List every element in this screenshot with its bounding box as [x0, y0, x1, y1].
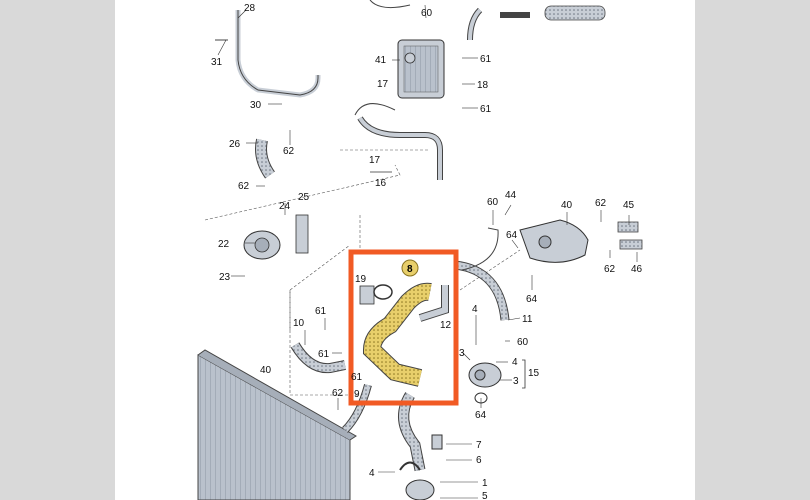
- callout-label: 41: [375, 55, 387, 66]
- callout-label: 17: [377, 79, 389, 90]
- oil-cooler: [397, 39, 445, 99]
- callout-label: 61: [480, 104, 492, 115]
- thermostat-housing: [519, 219, 643, 263]
- callout-label: 61: [315, 306, 327, 317]
- callout-label: 60: [517, 337, 529, 348]
- callout-label: 3: [513, 376, 519, 387]
- callout-label: 60: [487, 197, 499, 208]
- callout-label: 24: [279, 201, 291, 212]
- assembly-lines: [204, 149, 521, 396]
- radiator: [197, 349, 357, 500]
- callout-label: 64: [526, 294, 538, 305]
- callout-label: 61: [318, 349, 330, 360]
- callout-label: 60: [421, 8, 433, 19]
- callout-label: 28: [244, 3, 256, 14]
- callout-label: 40: [561, 200, 573, 211]
- callout-label: 62: [604, 264, 616, 275]
- callout-label: 15: [528, 368, 540, 379]
- callout-label: 30: [250, 100, 262, 111]
- callout-label: 17: [369, 155, 381, 166]
- callout-label: 12: [440, 320, 452, 331]
- callout-label: 4: [472, 304, 478, 315]
- callout-labels: 28 60 31 41 61 17 18 61 30 26 62 17 16 6…: [211, 3, 643, 500]
- callout-label: 46: [631, 264, 643, 275]
- highlighted-hose-8: [359, 259, 449, 387]
- callout-label: 61: [351, 372, 363, 383]
- callout-label: 31: [211, 57, 223, 68]
- callout-label: 64: [475, 410, 487, 421]
- callout-label: 26: [229, 139, 241, 150]
- hose-9: [342, 383, 426, 472]
- callout-label: 16: [375, 178, 387, 189]
- hose-26: [255, 138, 276, 179]
- callout-label: 23: [219, 272, 231, 283]
- callout-label: 22: [218, 239, 230, 250]
- callout-label: 62: [332, 388, 344, 399]
- auxiliary-pump: [243, 214, 309, 260]
- highlight-frame: [348, 249, 459, 406]
- callout-label: 1: [482, 478, 488, 489]
- leader-lines: [217, 4, 638, 499]
- callout-label: 62: [283, 146, 295, 157]
- callout-label: 25: [298, 192, 310, 203]
- callout-label: 18: [477, 80, 489, 91]
- callout-label: 19: [355, 274, 367, 285]
- callout-label: 3: [459, 348, 465, 359]
- hose-11: [454, 227, 510, 321]
- callout-label: 62: [595, 198, 607, 209]
- callout-label: 6: [476, 455, 482, 466]
- upper-hoses: [369, 0, 606, 41]
- callout-label: 44: [505, 190, 517, 201]
- callout-label: 4: [512, 357, 518, 368]
- callout-label: 40: [260, 365, 272, 376]
- callout-label: 45: [623, 200, 635, 211]
- callout-label: 5: [482, 491, 488, 500]
- callout-label: 4: [369, 468, 375, 479]
- callout-label: 10: [293, 318, 305, 329]
- callout-label: 11: [522, 314, 533, 325]
- coolant-pipe-16: [354, 103, 443, 180]
- callout-label: 62: [238, 181, 250, 192]
- metal-pipe-top: [215, 10, 321, 98]
- callout-label: 9: [354, 389, 360, 400]
- highlighted-part-number: 8: [407, 264, 413, 275]
- group-bracket: [522, 359, 526, 389]
- hose-10: [290, 342, 346, 374]
- callout-label: 7: [476, 440, 482, 451]
- callout-label: 64: [506, 230, 518, 241]
- callout-label: 61: [480, 54, 492, 65]
- coolant-flange-15: [399, 362, 502, 500]
